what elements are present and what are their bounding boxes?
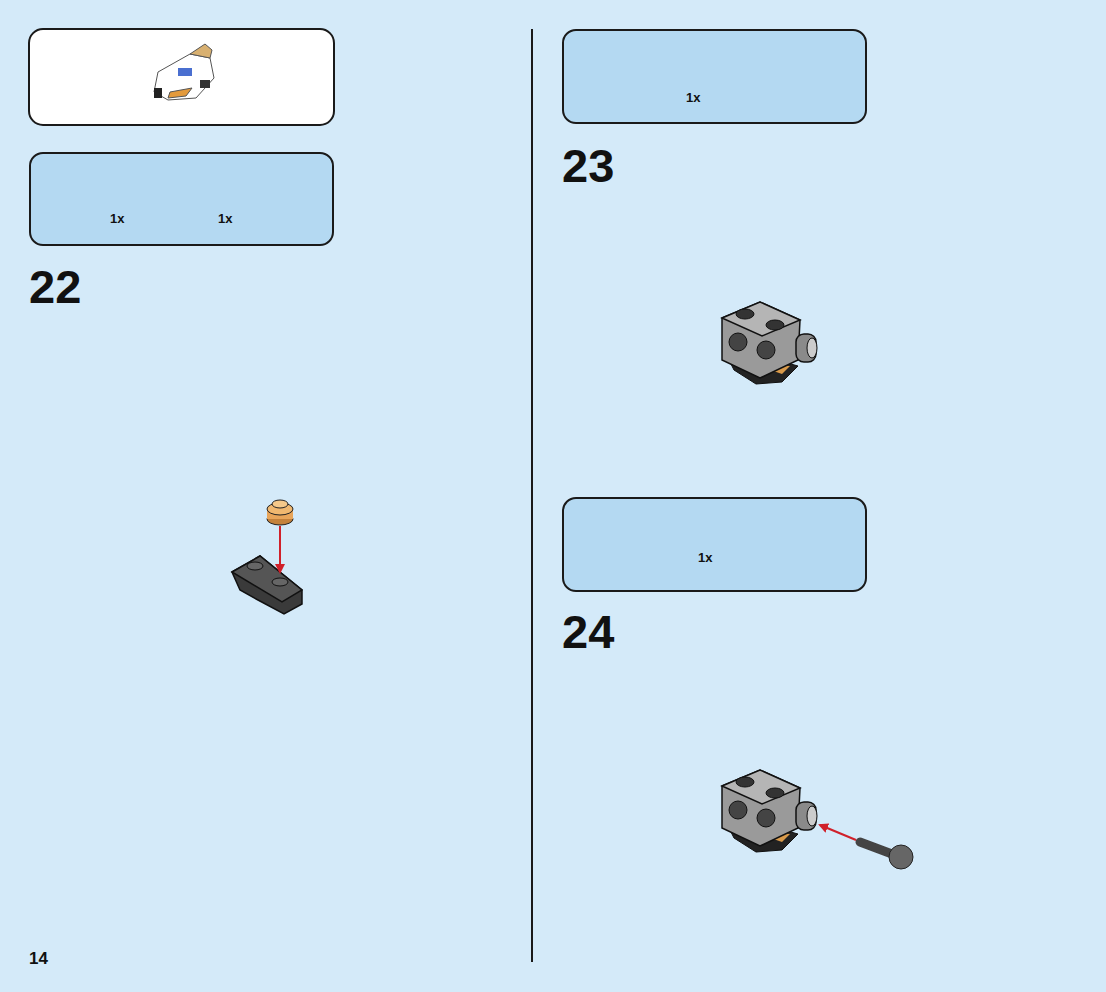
- step23-assembly: [722, 302, 817, 384]
- step-number: 24: [562, 608, 614, 655]
- part-quantity: 1x: [110, 212, 124, 225]
- parts-callout-box: 1x 1x: [29, 152, 334, 246]
- page-number: 14: [29, 950, 48, 967]
- parts-callout-box: 1x: [562, 29, 867, 124]
- submodel-preview: [154, 44, 214, 100]
- parts-callout-box: 1x: [562, 497, 867, 592]
- step22-assembly: [232, 500, 302, 614]
- submodel-box: [29, 29, 334, 125]
- part-quantity: 1x: [698, 551, 712, 564]
- part-quantity: 1x: [218, 212, 232, 225]
- step-number: 22: [29, 263, 81, 310]
- step24-assembly: [722, 770, 913, 869]
- divider-line: [531, 29, 533, 962]
- part-quantity: 1x: [686, 91, 700, 104]
- step-number: 23: [562, 142, 614, 189]
